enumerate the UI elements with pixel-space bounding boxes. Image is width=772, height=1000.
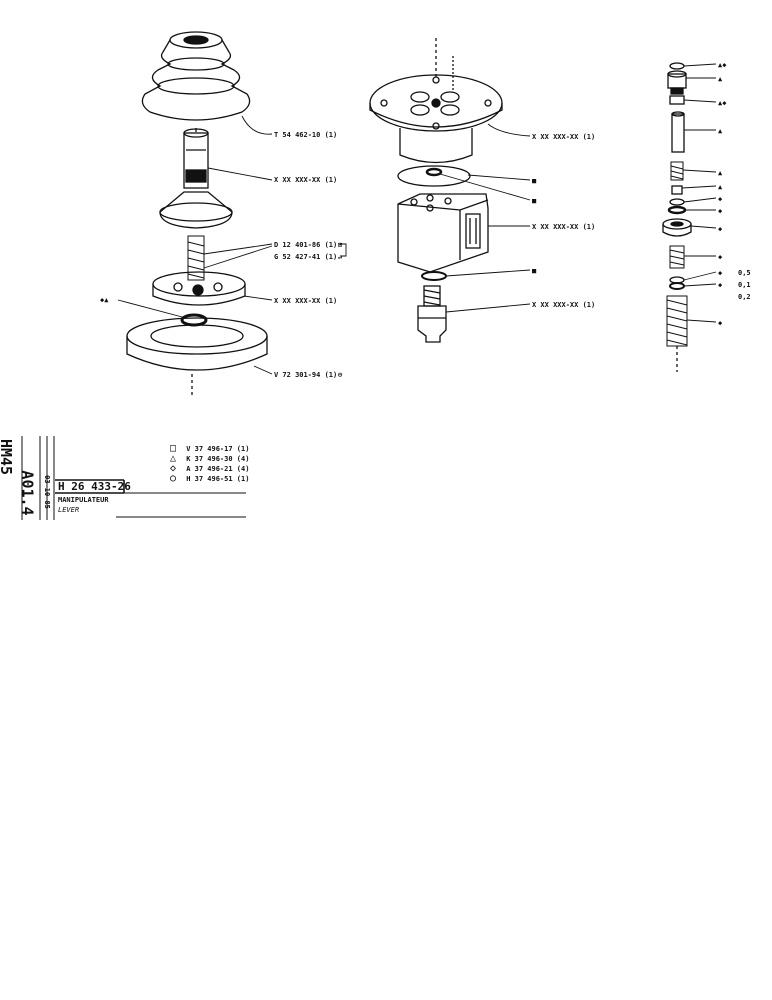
kit-symbol: ◆ — [718, 269, 723, 277]
kit-list: □ V 37 496-17 (1) △ K 37 496-30 (4) ◇ A … — [170, 444, 249, 484]
title-secondary: LEVER — [58, 506, 80, 514]
part-label: X XX XXX-XX (1) — [532, 301, 595, 309]
flange-housing — [369, 74, 503, 164]
kit-symbol: ◆▲ — [100, 296, 109, 304]
kit-row: □ V 37 496-17 (1) — [170, 444, 249, 454]
spring — [187, 235, 205, 281]
kit-code: V 37 496-17 (1) — [186, 445, 250, 453]
part-label: D 12 401-86 (1) — [274, 241, 337, 249]
right-assembly — [662, 62, 717, 372]
part-label: X XX XXX-XX (1) — [274, 176, 337, 184]
kit-symbol: ◆ — [718, 207, 723, 215]
retainer — [662, 218, 692, 237]
triangle-icon: △ — [170, 453, 177, 464]
kit-code: H 37 496-51 (1) — [186, 475, 250, 483]
kit-symbol: ◆ — [718, 195, 723, 203]
shim-thickness: 0,1 — [738, 281, 751, 289]
left-assembly — [117, 31, 347, 395]
kit-symbol: ◆ — [718, 225, 723, 233]
circle-icon: ○ — [170, 473, 177, 484]
valve-block — [397, 193, 489, 273]
lever-shaft — [183, 128, 209, 189]
return-arrow-symbol: ↵ — [338, 253, 342, 261]
kit-row: ○ H 37 496-51 (1) — [170, 474, 249, 484]
kit-symbol: ▲◆ — [718, 99, 727, 107]
kit-symbol: ▲ — [718, 75, 723, 83]
kit-row: △ K 37 496-30 (4) — [170, 454, 249, 464]
kit-symbol: ◆ — [718, 319, 723, 327]
small-spring — [670, 161, 684, 181]
part-label: X XX XXX-XX (1) — [532, 133, 595, 141]
kit-symbol: ◆ — [718, 281, 723, 289]
square-icon: □ — [170, 443, 177, 454]
bellows-boot — [141, 31, 251, 121]
cone-plate — [159, 191, 233, 229]
kit-symbol: ■ — [532, 177, 537, 185]
drawing-date: 03-10-85 — [42, 475, 51, 509]
kit-symbol: ▲ — [718, 169, 723, 177]
title-block-frame — [21, 436, 246, 520]
part-number: H 26 433-26 — [58, 480, 131, 493]
kit-symbol: ▲ — [718, 183, 723, 191]
part-label: X XX XXX-XX (1) — [274, 297, 337, 305]
base-ring — [126, 317, 268, 371]
kit-symbol: ⊖ — [338, 371, 342, 379]
kit-symbol: ■ — [532, 267, 537, 275]
kit-symbol: ▲ — [718, 127, 723, 135]
pin — [671, 111, 685, 153]
section-code: A01.4 — [18, 470, 37, 516]
part-label: T 54 462-10 (1) — [274, 131, 337, 139]
plunger-spring — [417, 285, 447, 343]
kit-symbol: ◆ — [718, 253, 723, 261]
kit-symbol: ■ — [532, 197, 537, 205]
spacer — [671, 185, 683, 195]
kit-code: K 37 496-30 (4) — [186, 455, 250, 463]
kit-code: A 37 496-21 (4) — [186, 465, 250, 473]
middle-assembly — [369, 38, 531, 343]
kit-symbol: ⊞ — [338, 241, 343, 249]
spring-plate — [152, 271, 246, 306]
part-label: V 72 301-94 (1) — [274, 371, 337, 379]
part-label: X XX XXX-XX (1) — [532, 223, 595, 231]
model-code: HM45 — [0, 438, 16, 476]
mid-spring — [669, 245, 685, 269]
gasket — [397, 165, 471, 187]
small-seal — [425, 167, 443, 177]
shim-thickness: 0,5 — [738, 269, 751, 277]
part-label: G 52 427-41 (1) — [274, 253, 337, 261]
kit-symbol: ▲◆ — [718, 61, 727, 69]
title-primary: MANIPULATEUR — [58, 496, 109, 504]
shim-thickness: 0,2 — [738, 293, 751, 301]
kit-row: ◇ A 37 496-21 (4) — [170, 464, 249, 474]
diamond-icon: ◇ — [170, 463, 177, 474]
